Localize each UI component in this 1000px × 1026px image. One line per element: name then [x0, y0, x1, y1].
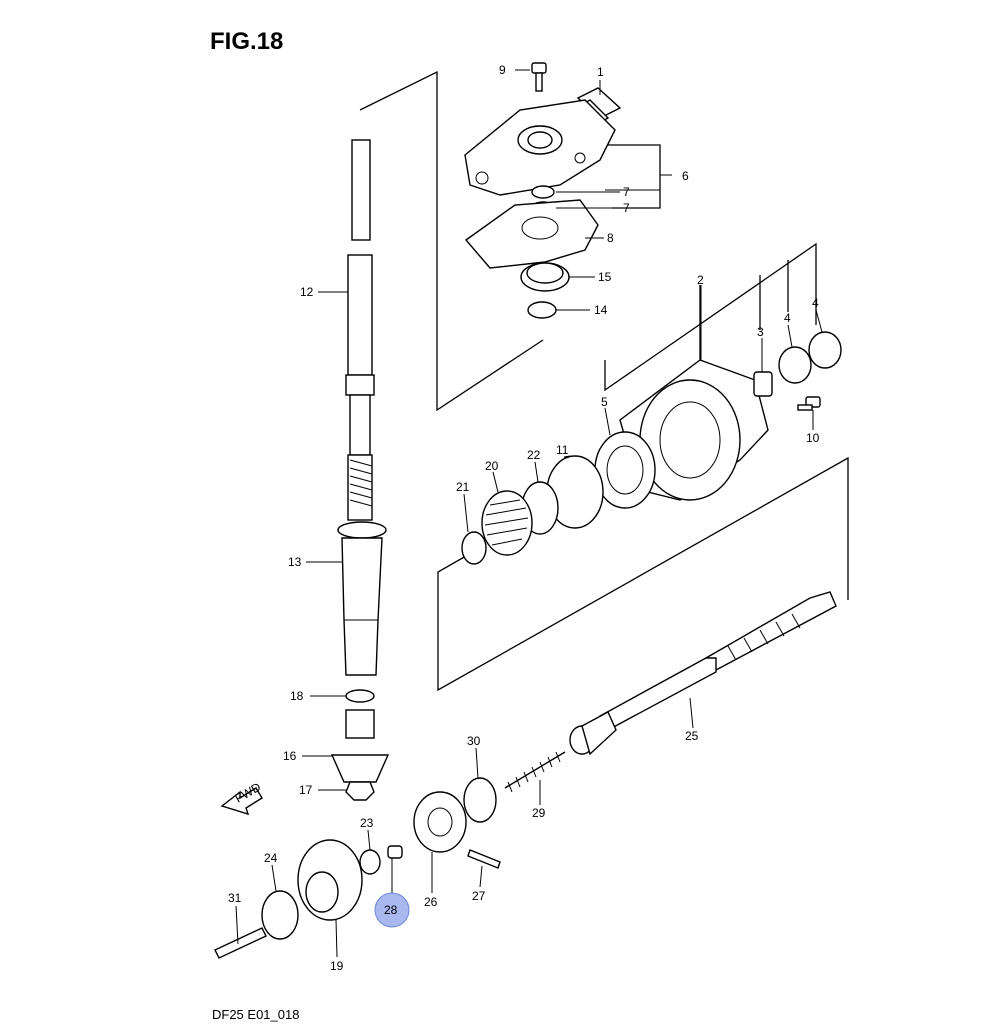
label-part-8[interactable]: 8 [607, 231, 614, 245]
part-24-shim[interactable] [261, 890, 299, 940]
label-part-12[interactable]: 12 [300, 285, 314, 299]
label-part-31[interactable]: 31 [228, 891, 242, 905]
label-part-6[interactable]: 6 [682, 169, 689, 183]
label-part-16[interactable]: 16 [283, 749, 297, 763]
label-part-17[interactable]: 17 [299, 783, 313, 797]
part-13-sleeve[interactable] [337, 521, 387, 676]
part-14-washer[interactable] [527, 301, 557, 319]
part-30-ring[interactable] [463, 777, 497, 823]
label-part-24[interactable]: 24 [264, 851, 278, 865]
label-part-2[interactable]: 2 [697, 273, 704, 287]
upper-assembly-bracket [359, 70, 544, 412]
gearcase-assembly-bracket [604, 242, 817, 392]
label-part-1[interactable]: 1 [597, 65, 604, 79]
part-27-pin[interactable] [467, 849, 501, 869]
label-part-10[interactable]: 10 [806, 431, 820, 445]
part-5-bearing[interactable] [594, 431, 656, 509]
part-28-push-rod[interactable] [387, 845, 403, 859]
leader-lines [235, 69, 823, 958]
part-12-drive-shaft[interactable] [345, 139, 375, 521]
part-29-spring[interactable] [504, 751, 566, 793]
label-part-20[interactable]: 20 [485, 459, 499, 473]
label-part-28[interactable]: 28 [384, 903, 398, 917]
diagram-code: DF25 E01_018 [212, 1007, 300, 1022]
label-part-11[interactable]: 11 [556, 443, 569, 457]
forward-direction-arrow: FWD [220, 780, 263, 816]
label-part-4b[interactable]: 4 [812, 296, 819, 310]
label-part-23[interactable]: 23 [360, 816, 374, 830]
label-part-13[interactable]: 13 [288, 555, 302, 569]
part-4-seal-a[interactable] [778, 346, 812, 384]
label-part-30[interactable]: 30 [467, 734, 481, 748]
part-10-bolt[interactable] [797, 396, 821, 411]
label-part-3[interactable]: 3 [757, 325, 764, 339]
label-part-15[interactable]: 15 [598, 270, 612, 284]
label-part-19[interactable]: 19 [330, 959, 344, 973]
propshaft-assembly-bracket [437, 456, 849, 692]
part-labels: 9 1 6 7 7 8 15 14 12 2 3 4 4 10 5 11 22 … [228, 63, 820, 973]
label-part-9[interactable]: 9 [499, 63, 506, 77]
label-part-4a[interactable]: 4 [784, 311, 791, 325]
label-part-7b[interactable]: 7 [623, 201, 630, 215]
part-23-washer[interactable] [359, 849, 381, 875]
part-15-bearing[interactable] [520, 262, 570, 292]
part-16-pinion-gear[interactable] [330, 709, 390, 783]
part-6-bracket [595, 144, 661, 209]
label-part-26[interactable]: 26 [424, 895, 438, 909]
label-part-5[interactable]: 5 [601, 395, 608, 409]
part-4-seal-b[interactable] [808, 331, 842, 369]
part-19-forward-gear[interactable] [297, 839, 363, 921]
part-26-clutch[interactable] [413, 791, 467, 853]
part-8-gasket[interactable] [464, 199, 599, 269]
figure-title: FIG.18 [210, 28, 284, 55]
part-18-washer[interactable] [345, 689, 375, 703]
part-28-highlight [374, 892, 410, 928]
part-17-nut[interactable] [345, 781, 375, 801]
part-21-shim[interactable] [461, 531, 487, 565]
label-part-14[interactable]: 14 [594, 303, 608, 317]
part-9-bolt[interactable] [531, 62, 547, 92]
label-part-29[interactable]: 29 [532, 806, 546, 820]
label-part-25[interactable]: 25 [685, 729, 699, 743]
label-part-27[interactable]: 27 [472, 889, 486, 903]
label-part-18[interactable]: 18 [290, 689, 304, 703]
part-3-needle-bearing[interactable] [753, 371, 773, 397]
part-25-propeller-shaft[interactable] [569, 591, 837, 756]
part-20-reverse-gear[interactable] [481, 490, 533, 556]
label-part-21[interactable]: 21 [456, 480, 470, 494]
label-part-22[interactable]: 22 [527, 448, 541, 462]
part-7-seal-upper[interactable] [531, 185, 555, 199]
label-part-7a[interactable]: 7 [623, 185, 630, 199]
part-6-plate[interactable] [464, 99, 616, 196]
part-31-cam-rod[interactable] [214, 927, 267, 959]
